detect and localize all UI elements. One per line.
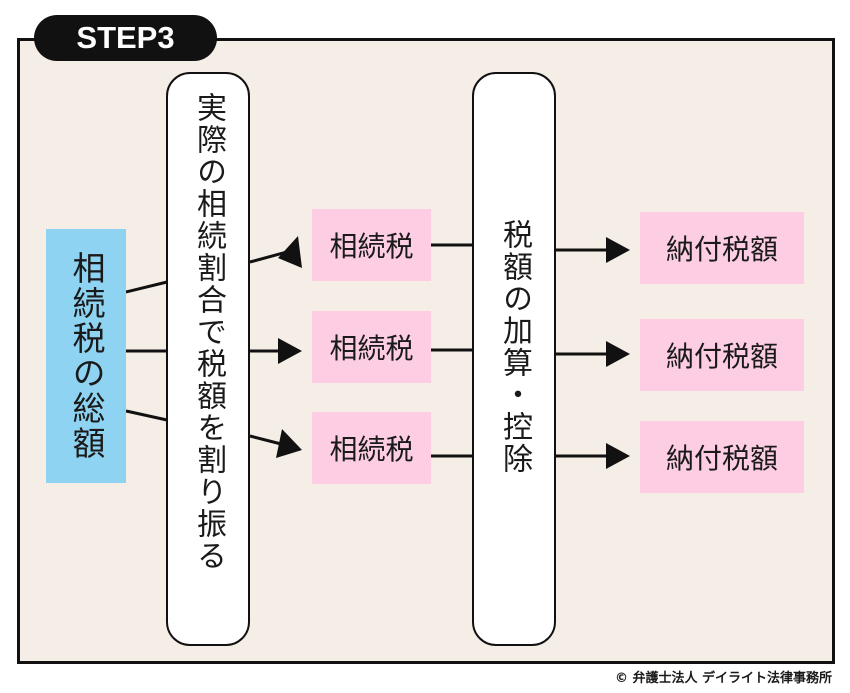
copyright-credit: © 弁護士法人 デイライト法律事務所 [614, 671, 832, 686]
adjustment-step-box: 税額の加算・控除 [472, 72, 556, 646]
total-tax-box: 相続税の総額 [46, 229, 126, 483]
connector-total-bottom [125, 409, 168, 422]
arrowhead-tax-1 [278, 236, 302, 268]
inheritance-tax-box-1: 相続税 [312, 209, 431, 281]
allocation-step-box: 実際の相続割合で税額を割り振る [166, 72, 250, 646]
arrowhead-tax-3 [276, 429, 302, 458]
adjustment-step-label: 税額の加算・控除 [497, 219, 532, 475]
payment-amount-box-1: 納付税額 [640, 212, 804, 284]
arrowhead-pay-1 [606, 237, 630, 263]
payment-amount-box-3: 納付税額 [640, 421, 804, 493]
step-badge: STEP3 [34, 15, 217, 61]
arrowhead-tax-2 [278, 338, 302, 364]
allocation-step-label: 実際の相続割合で税額を割り振る [191, 92, 226, 572]
arrowhead-pay-3 [606, 443, 630, 469]
inheritance-tax-box-2: 相続税 [312, 311, 431, 383]
inheritance-tax-box-3: 相続税 [312, 412, 431, 484]
connector-total-top [125, 280, 168, 294]
arrowhead-pay-2 [606, 341, 630, 367]
payment-amount-box-2: 納付税額 [640, 319, 804, 391]
